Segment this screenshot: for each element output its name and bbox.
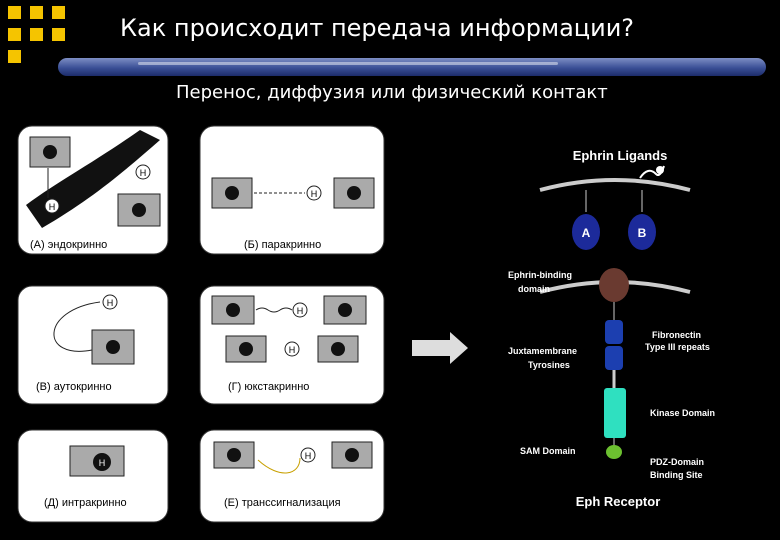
page-title: Как происходит передача информации? — [120, 14, 635, 42]
svg-text:H: H — [297, 306, 304, 316]
svg-text:B: B — [638, 226, 647, 240]
ephrin-binding-domain — [599, 268, 629, 302]
svg-text:H: H — [49, 202, 56, 212]
panel-endocrine: H H (А) эндокринно — [17, 125, 169, 255]
svg-text:A: A — [582, 226, 591, 240]
kinase-domain — [604, 388, 626, 438]
eph-receptor-diagram: Ephrin Ligands A B Ephrin-binding domain… — [508, 148, 715, 509]
panel-intracrine: H (Д) интракринно — [17, 429, 169, 523]
svg-text:H: H — [107, 298, 114, 308]
svg-text:H: H — [311, 189, 318, 199]
panel-autocrine: H (В) аутокринно — [17, 285, 169, 405]
svg-text:H: H — [140, 168, 147, 178]
logo — [8, 6, 66, 64]
svg-text:Juxtamembrane: Juxtamembrane — [508, 346, 577, 356]
page-subtitle: Перенос, диффузия или физический контакт — [176, 82, 608, 103]
panel-transsignaling: H (Е) трансcигнализация — [199, 429, 385, 523]
svg-text:Kinase Domain: Kinase Domain — [650, 408, 715, 418]
panel-label: (А) эндокринно — [30, 239, 107, 251]
panel-label: (Д) интракринно — [44, 497, 127, 509]
panel-label: (Г) юкстакринно — [228, 381, 309, 393]
ligand-b — [628, 214, 656, 250]
svg-text:Ephrin-binding: Ephrin-binding — [508, 270, 572, 280]
svg-text:domain: domain — [518, 284, 550, 294]
svg-text:Fibronectin: Fibronectin — [652, 330, 701, 340]
svg-text:SAM Domain: SAM Domain — [520, 446, 576, 456]
ligand-a — [572, 214, 600, 250]
title-underline-bar — [58, 58, 766, 76]
svg-text:Tyrosines: Tyrosines — [528, 360, 570, 370]
svg-text:PDZ-Domain: PDZ-Domain — [650, 457, 704, 467]
panel-juxtacrine: H H (Г) юкстакринно — [199, 285, 385, 405]
panel-label: (Е) трансcигнализация — [224, 497, 341, 509]
sam-domain — [606, 445, 622, 459]
panel-label: (В) аутокринно — [36, 381, 112, 393]
receptor-footer: Eph Receptor — [576, 494, 661, 509]
receptor-title: Ephrin Ligands — [573, 148, 668, 163]
svg-text:H: H — [289, 345, 296, 355]
arrow-icon — [412, 332, 468, 364]
svg-text:Type III repeats: Type III repeats — [645, 342, 710, 352]
svg-text:H: H — [305, 451, 312, 461]
svg-text:H: H — [99, 458, 106, 468]
svg-text:Binding Site: Binding Site — [650, 470, 703, 480]
panel-paracrine: H (Б) паракринно — [199, 125, 385, 255]
panel-label: (Б) паракринно — [244, 239, 321, 251]
